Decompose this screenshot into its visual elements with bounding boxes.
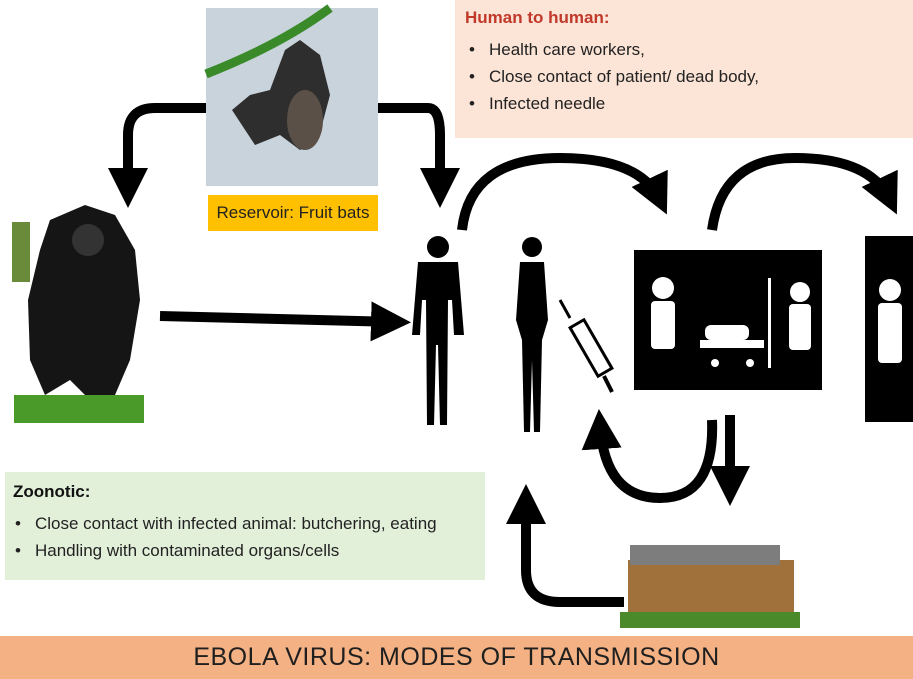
zoonotic-box: Zoonotic: Close contact with infected an… (5, 472, 485, 580)
fruit-bat-icon (206, 8, 378, 186)
list-item: Infected needle (463, 90, 759, 117)
syringe-icon (560, 300, 612, 392)
arrow-icon (128, 108, 206, 192)
human-to-human-box: Human to human: Health care workers, Clo… (455, 0, 913, 138)
human-to-human-heading: Human to human: (465, 8, 610, 28)
reservoir-label: Reservoir: Fruit bats (208, 195, 378, 231)
arrow-icon (712, 158, 890, 230)
funeral-pyre-icon (620, 545, 800, 628)
arrow-icon (462, 158, 660, 230)
hospital-scene-icon (634, 250, 822, 390)
list-item: Close contact with infected animal: butc… (9, 510, 437, 537)
zoonotic-list: Close contact with infected animal: butc… (9, 510, 437, 564)
gorilla-icon (12, 205, 144, 423)
list-item: Close contact of patient/ dead body, (463, 63, 759, 90)
zoonotic-heading: Zoonotic: (13, 482, 90, 502)
diagram-title: EBOLA VIRUS: MODES OF TRANSMISSION (0, 636, 913, 679)
list-item: Handling with contaminated organs/cells (9, 537, 437, 564)
woman-silhouette-icon (516, 237, 548, 432)
human-to-human-list: Health care workers, Close contact of pa… (463, 36, 759, 117)
arrow-icon (600, 420, 712, 498)
list-item: Health care workers, (463, 36, 759, 63)
arrow-icon (378, 108, 440, 192)
doctor-icon (865, 236, 913, 422)
man-silhouette-icon (412, 236, 464, 425)
arrow-icon (526, 500, 624, 602)
arrow-icon (160, 316, 395, 322)
